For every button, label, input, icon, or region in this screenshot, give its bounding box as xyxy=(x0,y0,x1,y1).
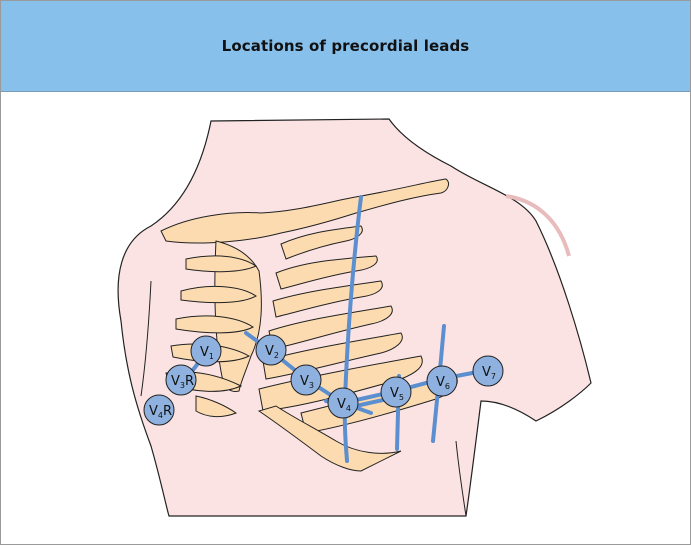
electrode-v2: V2 xyxy=(256,335,286,365)
electrode-v5: V5 xyxy=(381,377,411,407)
electrode-v3r: V3R xyxy=(166,365,196,395)
electrode-v4: V4 xyxy=(328,388,358,418)
figure-header: Locations of precordial leads xyxy=(1,1,690,92)
figure-title: Locations of precordial leads xyxy=(222,37,470,55)
chest-figure: V1 V2 V3 V4 V5 xyxy=(1,92,690,544)
chest-diagram: V1 V2 V3 V4 V5 xyxy=(1,92,690,544)
electrode-v3: V3 xyxy=(291,365,321,395)
electrode-v1: V1 xyxy=(191,336,221,366)
electrode-v4r: V4R xyxy=(144,395,174,425)
electrode-v6: V6 xyxy=(427,366,457,396)
electrode-v7: V7 xyxy=(473,356,503,386)
